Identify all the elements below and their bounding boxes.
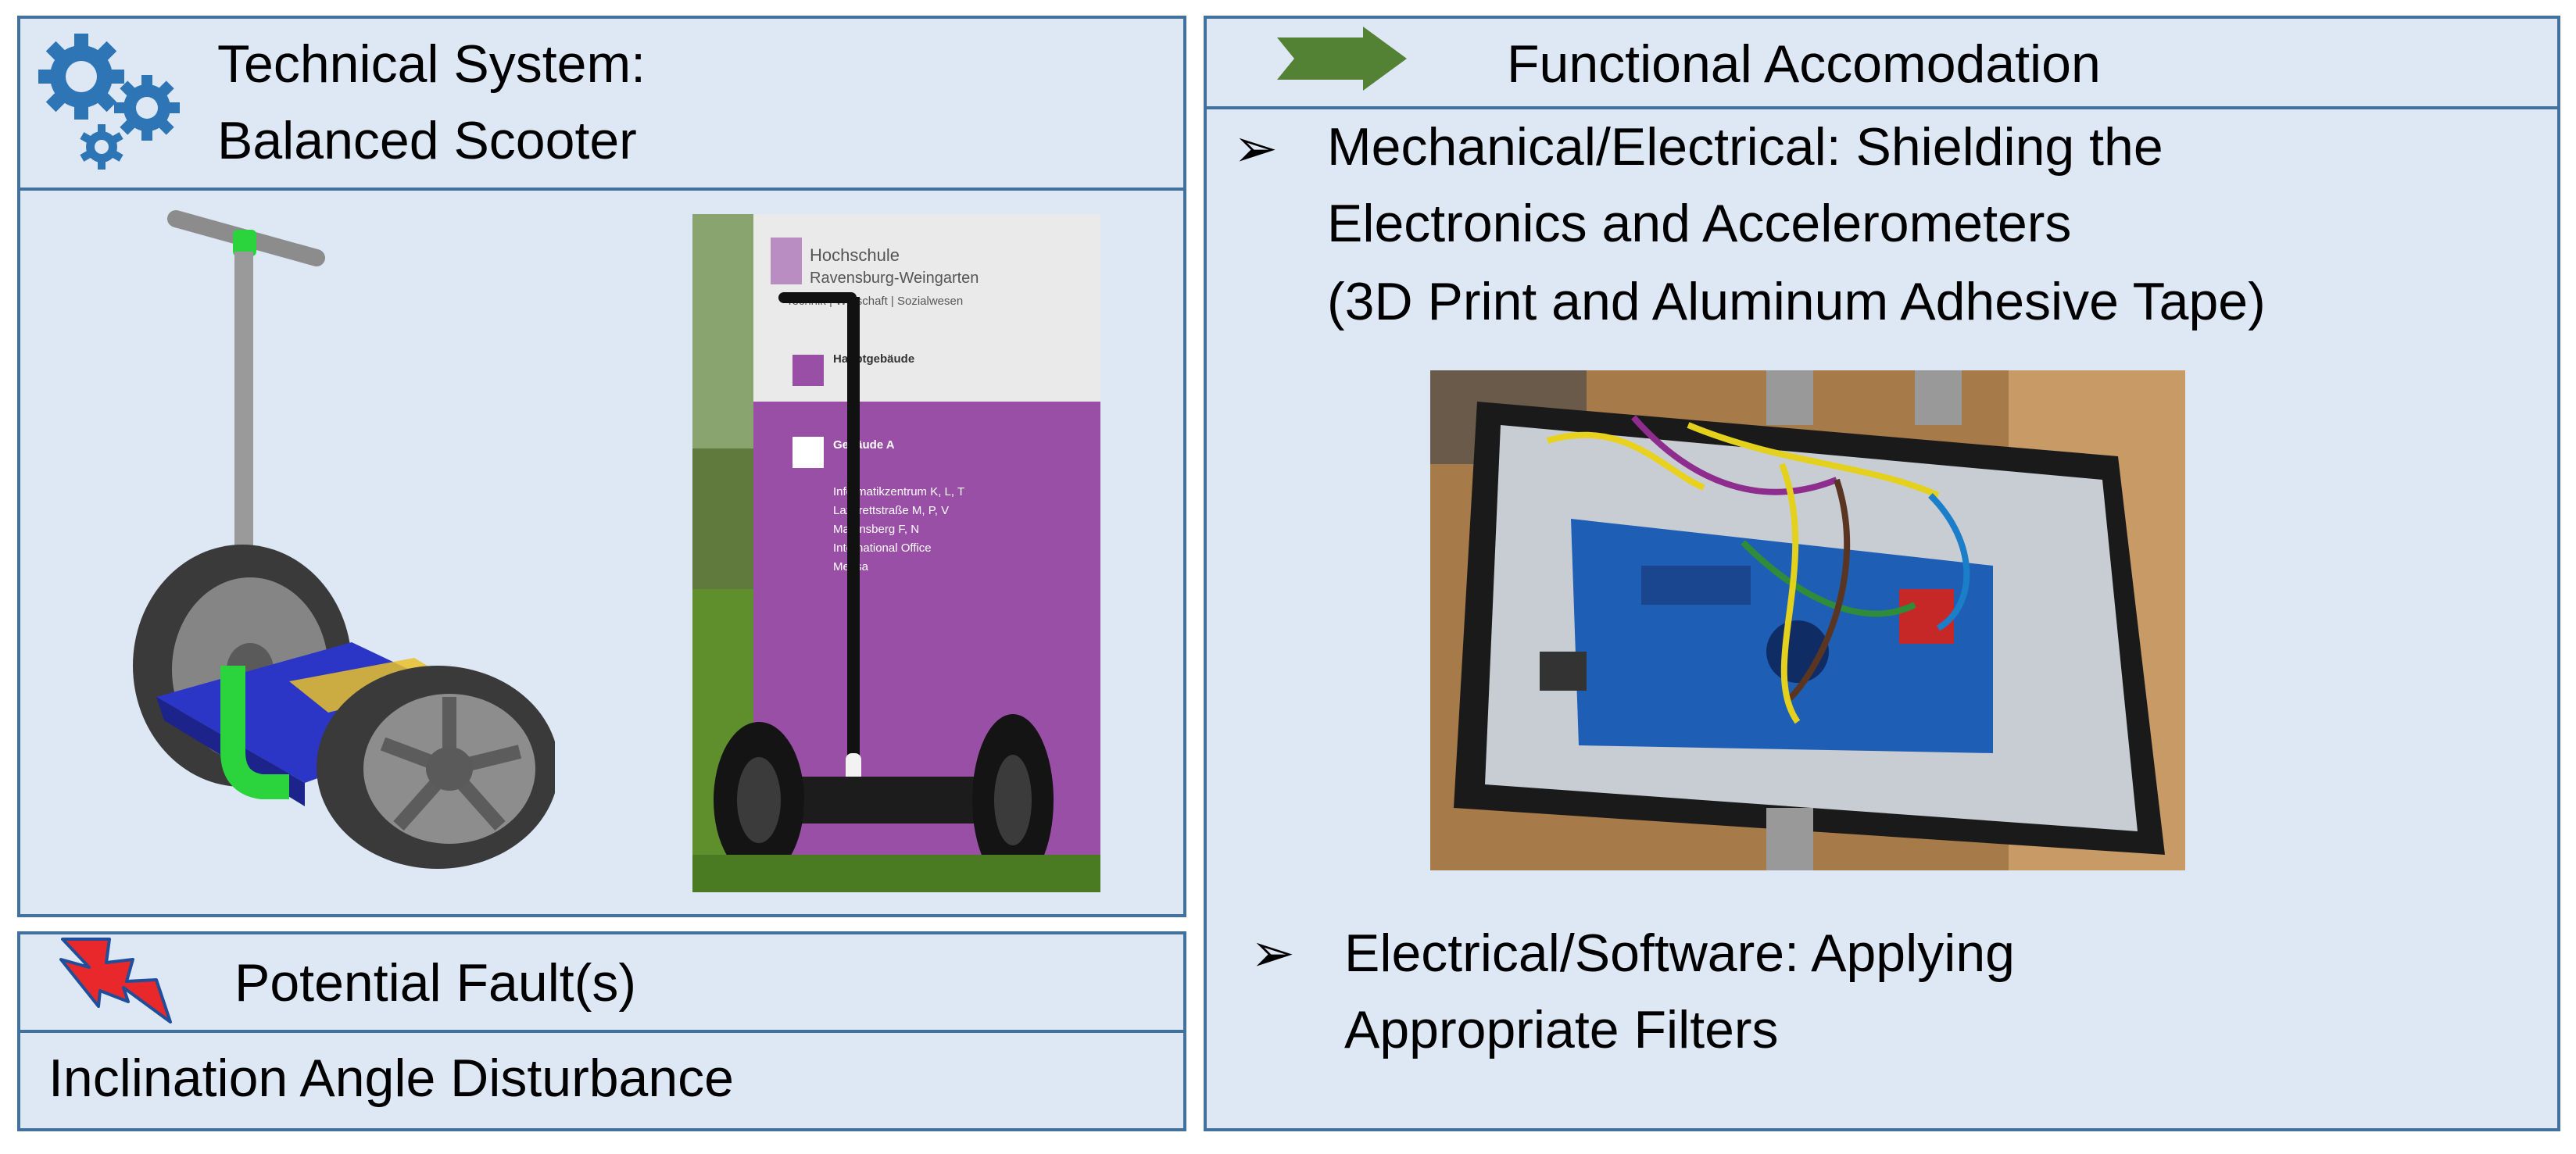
item2-bullet: ➢: [1250, 924, 1295, 983]
sign-entry-5: Martinsberg F, N: [833, 523, 919, 536]
gears-icon: [36, 33, 184, 172]
item1-line2: Electronics and Accelerometers: [1327, 194, 2072, 253]
technical-system-title-line1: Technical System:: [217, 34, 646, 94]
item2-line1: Electrical/Software: Applying: [1344, 924, 2015, 983]
accommodation-divider: [1204, 106, 2560, 109]
scooter-photo: Hochschule Ravensburg-Weingarten Technik…: [692, 214, 1100, 892]
fault-title-panel: [17, 931, 1186, 1033]
fault-description-panel: [17, 1030, 1186, 1131]
item2-line2: Appropriate Filters: [1344, 1000, 1779, 1059]
fault-description: Inclination Angle Disturbance: [48, 1049, 734, 1108]
electronics-box-photo: [1430, 370, 2185, 870]
lightning-icon: [55, 936, 172, 1025]
sign-entry-2: Gebäude A: [833, 438, 895, 452]
sign-entry-3: Informatikzentrum K, L, T: [833, 485, 964, 498]
sign-entry-4: Lazarettstraße M, P, V: [833, 504, 949, 517]
technical-system-divider: [17, 188, 1186, 191]
accommodation-title: Functional Accomodation: [1507, 34, 2101, 94]
sign-line1: Hochschule: [810, 245, 900, 265]
item1-bullet: ➢: [1233, 119, 1278, 178]
item1-line1: Mechanical/Electrical: Shielding the: [1327, 117, 2163, 177]
item1-line3: (3D Print and Aluminum Adhesive Tape): [1327, 272, 2266, 331]
sign-entry-1: Hauptgebäude: [833, 352, 914, 366]
technical-system-title-line2: Balanced Scooter: [217, 111, 637, 170]
fault-title: Potential Fault(s): [234, 953, 636, 1013]
sign-line2: Ravensburg-Weingarten: [810, 270, 979, 287]
arrow-icon: [1277, 27, 1407, 91]
scooter-cad-render: [94, 205, 555, 869]
